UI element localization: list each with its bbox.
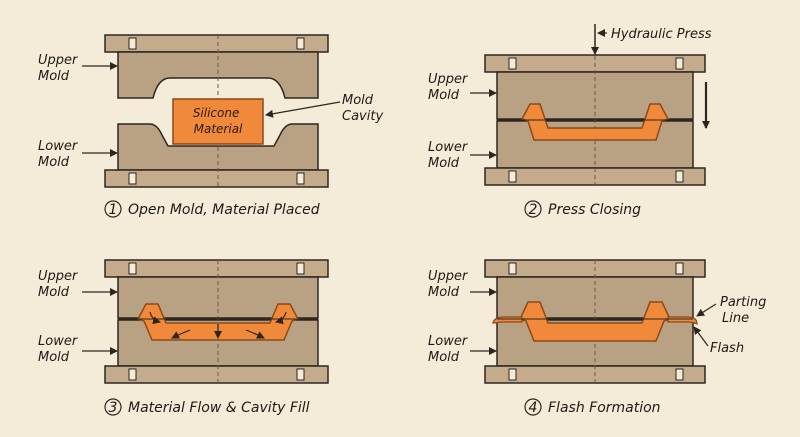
caption-number-circle-3: [104, 398, 122, 416]
caption-number-circle-1: [104, 200, 122, 218]
guide-pins-3: [128, 262, 305, 381]
mold-cavity-arrow: [265, 101, 341, 118]
caption-text-3: Material Flow & Cavity Fill: [128, 400, 310, 416]
lower-bottom-plate-1: [104, 169, 329, 188]
caption-number-1: 1: [109, 202, 118, 218]
flash-arrow: [693, 326, 709, 347]
caption-text-1: Open Mold, Material Placed: [128, 202, 320, 218]
caption-number-circle-4: [524, 398, 542, 416]
silicone-compressed-2: [520, 103, 670, 141]
flow-arrows: [149, 311, 287, 339]
caption-number-4: 4: [529, 400, 538, 416]
caption-number-circle-2: [524, 200, 542, 218]
upper-top-plate-3: [104, 259, 329, 278]
caption-text-2: Press Closing: [548, 202, 641, 218]
upper-mold-1: [104, 34, 329, 99]
upper-mold-block-1: [117, 51, 319, 99]
guide-pins-1: [128, 37, 305, 185]
caption-number-3: 3: [109, 400, 118, 416]
upper-top-plate-1: [104, 34, 329, 53]
hydraulic-press-label: Hydraulic Press: [611, 27, 712, 42]
guide-pins-2: [508, 57, 684, 183]
silicone-flowing-3: [136, 303, 300, 341]
caption-text-4: Flash Formation: [548, 400, 661, 416]
parting-line-arrow: [696, 303, 717, 317]
guide-pins-4: [508, 262, 684, 381]
flash-left: [492, 316, 523, 324]
caption-number-2: 2: [529, 202, 538, 218]
silicone-material: [172, 98, 264, 145]
lower-bottom-plate-3: [104, 365, 329, 384]
molded-part-4: [518, 301, 672, 342]
silicone-material-label: Silicone Material: [193, 106, 243, 136]
flash-label: Flash: [710, 341, 744, 356]
